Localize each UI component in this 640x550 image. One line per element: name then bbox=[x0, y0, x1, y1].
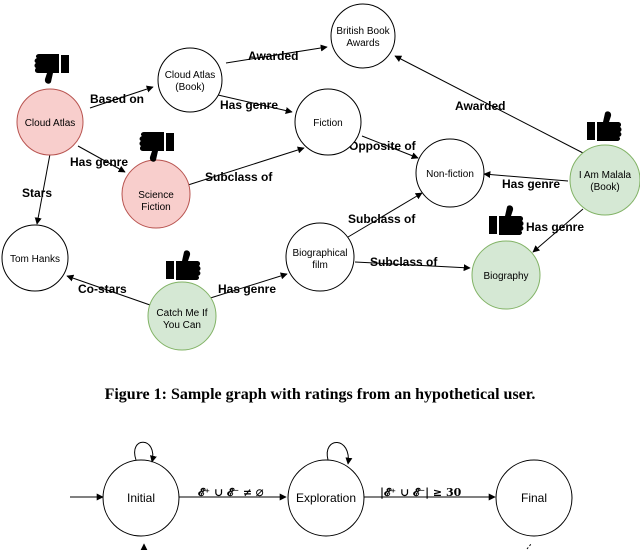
edge-biographical-film-to-non-fiction bbox=[342, 192, 423, 241]
edge-label-has-genre-2: Has genre bbox=[70, 155, 128, 169]
node-label-line-2: film bbox=[312, 260, 328, 271]
edge-cloud-atlas-to-cloud-atlas-book bbox=[89, 85, 154, 109]
self-loop-initial bbox=[134, 441, 157, 463]
node-label-line-2: (Book) bbox=[175, 82, 204, 93]
node-tom-hanks: Tom Hanks bbox=[1, 224, 69, 292]
node-circle bbox=[16, 88, 84, 156]
edge-label-based-on: Based on bbox=[90, 92, 144, 106]
edge-label-awarded-2: Awarded bbox=[455, 99, 505, 113]
node-i-am-malala: I Am Malala (Book) bbox=[569, 144, 640, 216]
node-circle bbox=[415, 138, 485, 208]
state-circle bbox=[495, 459, 573, 537]
transition-label-to-final: |𝓔⁺ ∪ 𝓔⁻| ≥ 30 bbox=[380, 486, 462, 499]
thumb-up-icon bbox=[489, 205, 524, 235]
edge-label-has-genre-4: Has genre bbox=[526, 220, 584, 234]
edge-cloud-atlas-book-to-fiction bbox=[217, 94, 293, 115]
node-circle bbox=[471, 240, 541, 310]
edge-label-awarded-1: Awarded bbox=[248, 49, 298, 63]
node-label-line-1: Cloud Atlas bbox=[165, 70, 216, 81]
self-loop-exploration bbox=[326, 442, 353, 465]
node-label-line-1: British Book bbox=[336, 26, 390, 37]
node-label: Non-fiction bbox=[426, 169, 474, 180]
edge-label-has-genre-5: Has genre bbox=[218, 282, 276, 296]
node-cloud-atlas: Cloud Atlas bbox=[16, 88, 84, 156]
edge-fiction-to-non-fiction bbox=[361, 135, 419, 159]
node-non-fiction: Non-fiction bbox=[415, 138, 485, 208]
thumb-up-icon bbox=[166, 250, 201, 280]
node-label: Fiction bbox=[313, 118, 342, 129]
edge-cloud-atlas-to-science-fiction bbox=[77, 145, 126, 173]
node-label-line-1: Catch Me If bbox=[156, 308, 207, 319]
node-circle bbox=[330, 3, 396, 69]
thumb-down-icon bbox=[139, 132, 174, 162]
node-circle bbox=[285, 222, 355, 292]
transition-label-to-exploration: 𝓔⁺ ∪ 𝓔⁻ ≠ ∅ bbox=[198, 486, 264, 499]
node-circle bbox=[1, 224, 69, 292]
node-label-line-1: I Am Malala bbox=[579, 170, 632, 181]
edge-science-fiction-to-fiction bbox=[187, 146, 305, 186]
edges bbox=[34, 44, 586, 306]
edge-label-has-genre-1: Has genre bbox=[220, 98, 278, 112]
edge-label-subclass-of-3: Subclass of bbox=[370, 255, 438, 269]
state-final: Final bbox=[495, 459, 573, 537]
node-label-line-2: Fiction bbox=[141, 202, 170, 213]
node-biography: Biography bbox=[471, 240, 541, 310]
state-circle bbox=[102, 459, 180, 537]
node-label: Cloud Atlas bbox=[25, 118, 76, 129]
edge-cloud-atlas-book-to-british-book-awards bbox=[225, 44, 328, 64]
node-circle bbox=[569, 144, 640, 216]
state-initial: Initial bbox=[102, 459, 180, 537]
node-british-book-awards: British Book Awards bbox=[330, 3, 396, 69]
node-circle bbox=[147, 281, 217, 351]
state-label: Final bbox=[521, 491, 547, 505]
node-label-line-1: Science bbox=[138, 190, 174, 201]
state-machine: Initial 𝓔⁺ ∪ 𝓔⁻ ≠ ∅ Exploration |𝓔⁺ ∪ 𝓔⁻… bbox=[70, 441, 573, 550]
edge-label-subclass-of-1: Subclass of bbox=[205, 170, 273, 184]
thumb-up-icon bbox=[587, 111, 622, 141]
node-cloud-atlas-book: Cloud Atlas (Book) bbox=[157, 47, 223, 113]
edge-labels: Awarded Based on Has genre Has genre Sub… bbox=[22, 49, 584, 296]
node-label: Biography bbox=[483, 271, 528, 282]
edge-i-am-malala-to-biography bbox=[532, 208, 584, 253]
node-catch-me-if-you-can: Catch Me If You Can bbox=[147, 281, 217, 351]
node-science-fiction: Science Fiction bbox=[121, 159, 191, 229]
edge-label-subclass-of-2: Subclass of bbox=[348, 212, 416, 226]
edge-i-am-malala-to-non-fiction bbox=[483, 171, 569, 182]
state-label: Exploration bbox=[296, 491, 356, 505]
edge-i-am-malala-to-british-book-awards bbox=[394, 55, 586, 155]
partial-stroke-bottom-right bbox=[526, 543, 532, 550]
node-circle bbox=[294, 88, 362, 156]
state-circle bbox=[287, 459, 365, 537]
edge-catch-me-to-biographical-film bbox=[203, 272, 288, 301]
edge-label-co-stars: Co-stars bbox=[78, 282, 127, 296]
edge-label-stars: Stars bbox=[22, 186, 52, 200]
edge-biographical-film-to-biography bbox=[354, 261, 471, 272]
thumb-down-icon bbox=[34, 54, 69, 84]
figure-caption: Figure 1: Sample graph with ratings from… bbox=[104, 386, 536, 403]
edge-catch-me-to-tom-hanks bbox=[66, 274, 151, 306]
node-label-line-2: You Can bbox=[163, 320, 201, 331]
state-exploration: Exploration bbox=[287, 459, 365, 537]
node-label: Tom Hanks bbox=[10, 254, 60, 265]
edge-label-has-genre-3: Has genre bbox=[502, 177, 560, 191]
node-biographical-film: Biographical film bbox=[285, 222, 355, 292]
node-label-line-1: Biographical bbox=[292, 248, 347, 259]
node-fiction: Fiction bbox=[294, 88, 362, 156]
edge-cloud-atlas-to-tom-hanks bbox=[34, 153, 51, 225]
node-label-line-2: Awards bbox=[346, 38, 379, 49]
node-label-line-2: (Book) bbox=[590, 182, 619, 193]
state-label: Initial bbox=[127, 491, 155, 505]
edge-label-opposite-of: Opposite of bbox=[349, 139, 417, 153]
node-circle bbox=[157, 47, 223, 113]
